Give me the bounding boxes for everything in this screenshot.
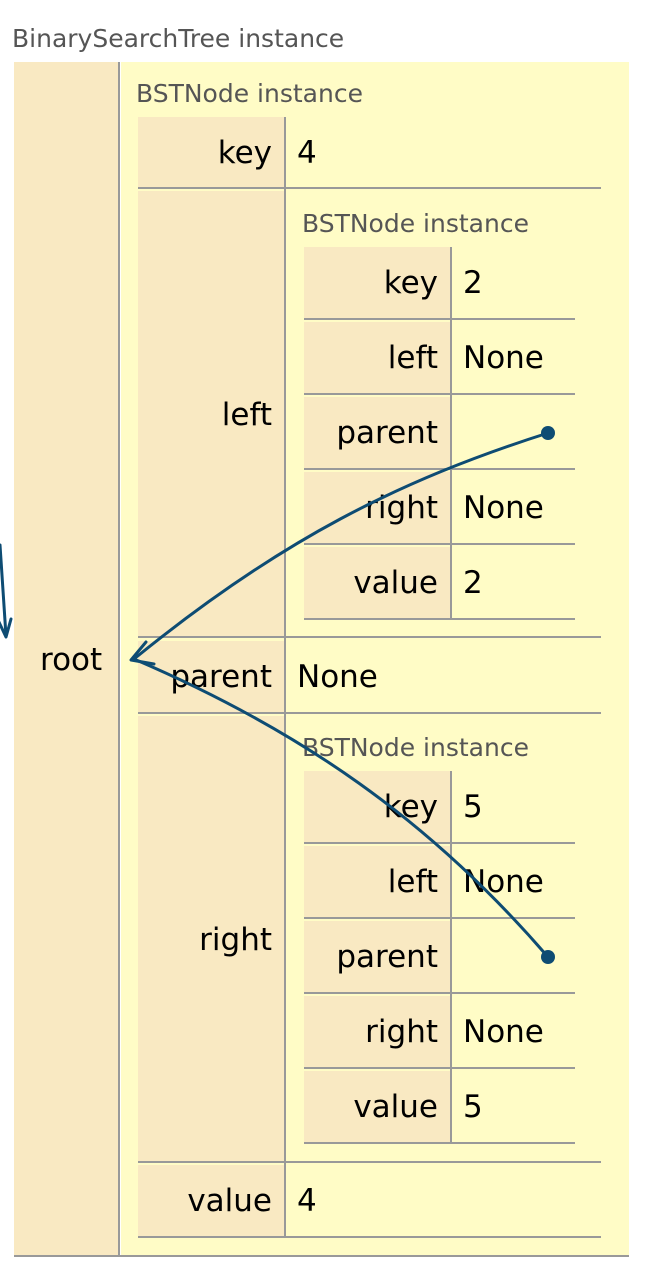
tree-caption: BinarySearchTree instance	[12, 24, 345, 53]
left-left-value: None	[463, 340, 544, 376]
left-right-value: None	[463, 490, 544, 526]
right-column-divider	[450, 771, 452, 1143]
left-column-divider	[450, 247, 452, 619]
right-left-key-cell	[304, 846, 450, 917]
root-key-key-cell	[138, 117, 284, 187]
left-row-border	[304, 468, 575, 470]
left-row-border	[304, 543, 575, 545]
left-node-caption: BSTNode instance	[302, 209, 529, 238]
root-left-key-cell	[138, 191, 284, 637]
root-row-border	[138, 636, 601, 638]
left-parent-arrow	[132, 431, 550, 661]
left-right-label: right	[365, 490, 438, 526]
tree-bottom-border	[14, 1255, 629, 1257]
root-column-divider	[284, 117, 286, 1237]
right-right-value: None	[463, 1014, 544, 1050]
right-parent-arrow	[132, 657, 550, 959]
right-parent-key-cell	[304, 921, 450, 992]
right-parent-pointer-dot	[541, 950, 555, 964]
left-parent-pointer-dot	[541, 426, 555, 440]
left-right-key-cell	[304, 472, 450, 543]
root-key-label: key	[217, 135, 272, 171]
left-left-key-cell	[304, 322, 450, 393]
root-right-key-cell	[138, 716, 284, 1161]
right-key-key-cell	[304, 771, 450, 842]
tree-root-label: root	[40, 642, 103, 678]
right-key-value: 5	[463, 789, 483, 825]
right-right-key-cell	[304, 996, 450, 1067]
tree-root-key-cell	[14, 62, 118, 1256]
root-node-caption: BSTNode instance	[136, 79, 363, 108]
left-parent-label: parent	[336, 415, 438, 451]
incoming-root-arrow	[0, 543, 8, 638]
right-value-value: 5	[463, 1089, 483, 1125]
right-left-label: left	[387, 864, 438, 900]
root-row-border	[138, 187, 601, 189]
left-parent-key-cell	[304, 397, 450, 468]
incoming-root-arrowhead	[0, 617, 13, 639]
parent-arrowhead	[129, 640, 156, 666]
tree-divider	[118, 62, 120, 1256]
left-row-border	[304, 318, 575, 320]
root-row-border	[138, 1161, 601, 1163]
root-value-label: value	[187, 1183, 272, 1219]
left-key-key-cell	[304, 247, 450, 318]
right-value-key-cell	[304, 1071, 450, 1142]
right-node-caption: BSTNode instance	[302, 733, 529, 762]
left-value-value: 2	[463, 565, 483, 601]
root-parent-value: None	[297, 659, 378, 695]
left-value-label: value	[353, 565, 438, 601]
left-value-key-cell	[304, 547, 450, 618]
left-row-border	[304, 618, 575, 620]
left-left-label: left	[387, 340, 438, 376]
root-key-value: 4	[297, 135, 317, 171]
right-row-border	[304, 1142, 575, 1144]
left-key-value: 2	[463, 265, 483, 301]
root-left-label: left	[221, 397, 272, 433]
right-row-border	[304, 917, 575, 919]
root-row-border	[138, 712, 601, 714]
right-parent-label: parent	[336, 939, 438, 975]
right-row-border	[304, 842, 575, 844]
right-right-label: right	[365, 1014, 438, 1050]
right-row-border	[304, 992, 575, 994]
left-row-border	[304, 393, 575, 395]
root-value-key-cell	[138, 1165, 284, 1236]
right-value-label: value	[353, 1089, 438, 1125]
root-parent-label: parent	[170, 659, 272, 695]
root-value-value: 4	[297, 1183, 317, 1219]
right-row-border	[304, 1067, 575, 1069]
root-parent-key-cell	[138, 641, 284, 712]
root-row-border	[138, 1236, 601, 1238]
root-right-label: right	[199, 922, 272, 958]
left-key-label: key	[383, 265, 438, 301]
